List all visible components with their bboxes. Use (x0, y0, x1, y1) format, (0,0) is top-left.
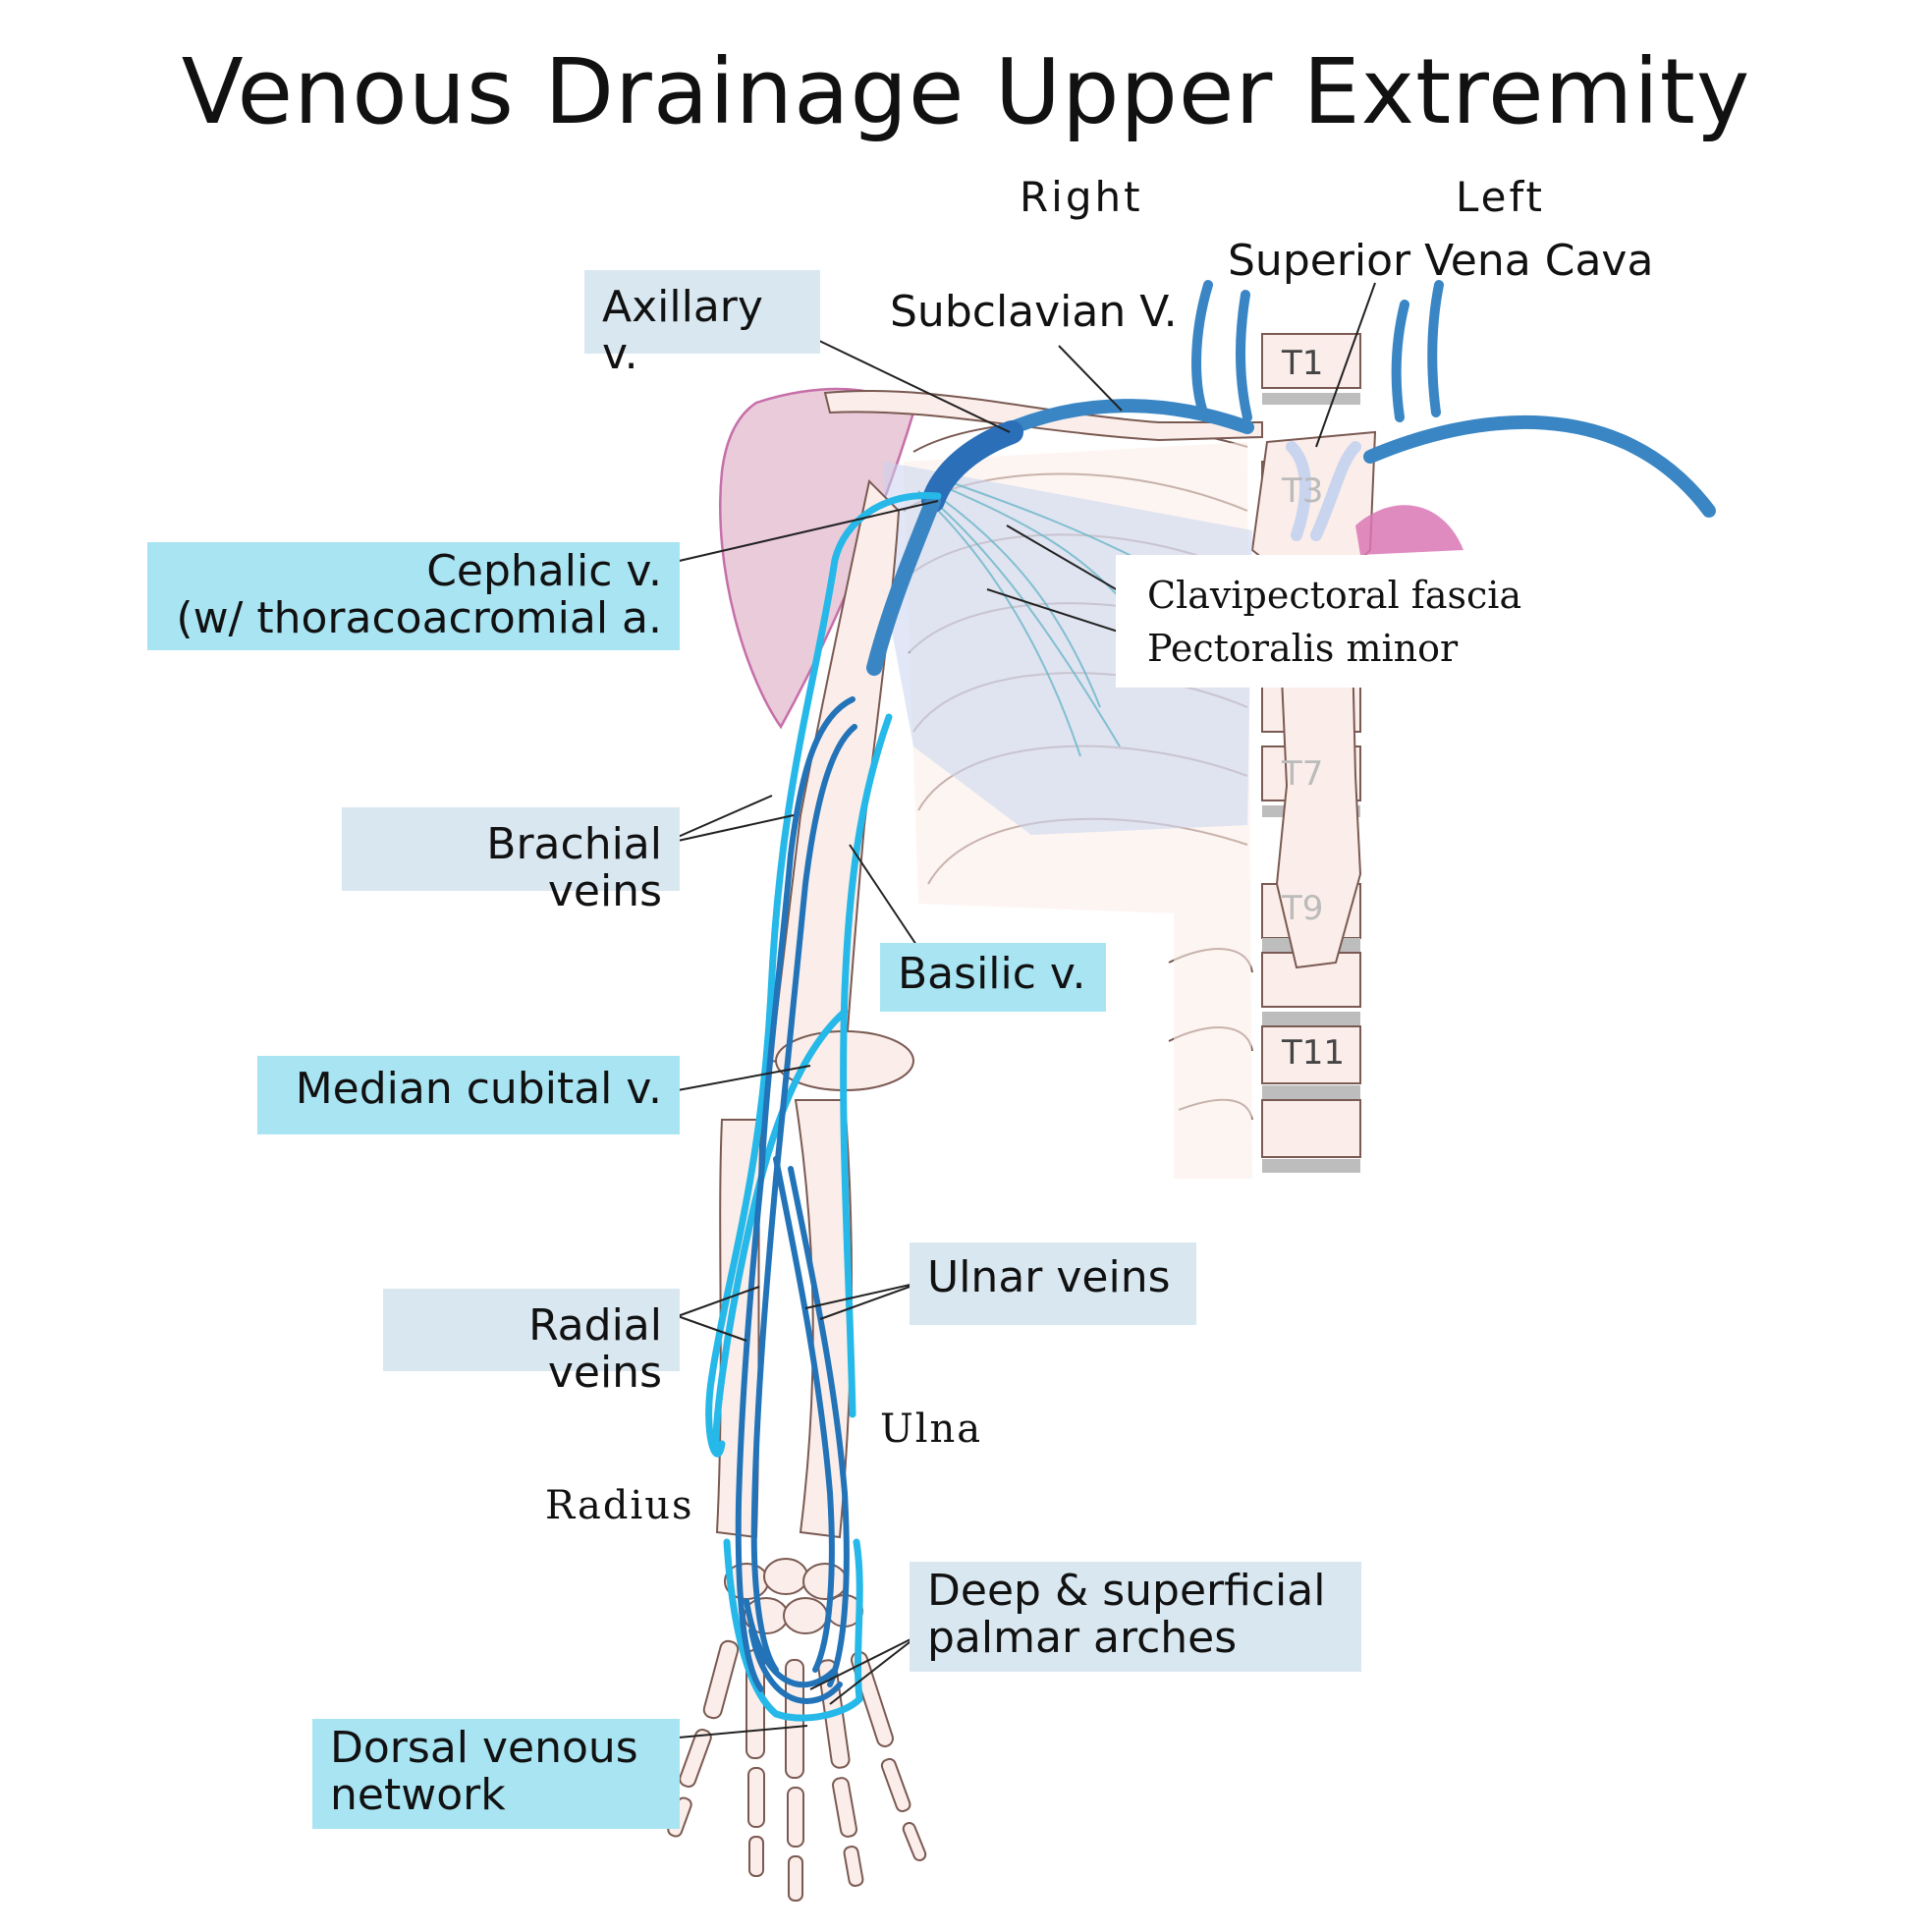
cephalic-vein-label: Cephalic v. (w/ thoracoacromial a. (147, 542, 680, 650)
median-cubital-vein-label: Median cubital v. (257, 1056, 680, 1134)
superficial-veins (705, 491, 942, 1722)
dorsal-label-line1: Dorsal venous (330, 1723, 638, 1773)
pectoralis-fibers (917, 480, 1140, 757)
fascia-label-backdrop (1116, 555, 1401, 688)
radial-veins-label: Radial veins (383, 1289, 680, 1397)
axillary-vein (866, 420, 1023, 676)
palmar-label-line2: palmar arches (927, 1613, 1238, 1664)
subclavian-vein-label: Subclavian V. (890, 287, 1178, 337)
leader-basilic (849, 844, 919, 949)
leader-pectoralis (986, 588, 1140, 639)
great-veins (995, 280, 1716, 541)
superior-vena-cava-label: Superior Vena Cava (1228, 236, 1654, 286)
diagram-title: Venous Drainage Upper Extremity (181, 39, 1751, 144)
leader-svc (1315, 282, 1376, 448)
palmar-label-line1: Deep & superficial (927, 1566, 1326, 1616)
subclavian-vein (995, 399, 1254, 439)
leader-brachial (659, 795, 795, 846)
leader-axillary (814, 338, 1011, 433)
vertebra-label-t11: T11 (1282, 1033, 1346, 1073)
leader-dorsal (667, 1725, 808, 1739)
clavipectoral-fascia-label: Clavipectoral fascia (1147, 574, 1522, 617)
palmar-arches-label: Deep & superficial palmar arches (910, 1562, 1361, 1672)
dorsal-venous-network-label: Dorsal venous network (312, 1719, 680, 1829)
brachial-veins-label: Brachial veins (342, 807, 680, 915)
ulnar-veins-label: Ulnar veins (910, 1242, 1196, 1325)
leader-lines (657, 282, 1376, 1739)
cephalic-label-line1: Cephalic v. (426, 546, 662, 596)
side-label-right: Right (1020, 173, 1143, 221)
leader-cephalic (657, 500, 939, 567)
vertebra-t1 (1261, 333, 1361, 389)
heart (1355, 505, 1463, 555)
hand-bones (667, 1558, 927, 1902)
vertebra-label-t9: T9 (1282, 889, 1324, 928)
dorsal-label-line2: network (330, 1770, 506, 1821)
basilic-vein-label: Basilic v. (880, 943, 1106, 1012)
pectoralis-minor-label: Pectoralis minor (1147, 627, 1459, 670)
axillary-vein-label: Axillary v. (584, 270, 820, 378)
vertebra-label-t3: T3 (1282, 471, 1324, 511)
side-label-left: Left (1456, 173, 1546, 221)
leader-clavipectoral (1006, 524, 1131, 598)
leader-palmar (809, 1634, 919, 1705)
leader-ulnar (804, 1281, 924, 1320)
radius-bone-label: Radius (545, 1483, 694, 1528)
vertebra-t11 (1261, 1025, 1361, 1084)
deep-veins (735, 696, 857, 1704)
cephalic-label-line2: (w/ thoracoacromial a. (176, 593, 662, 644)
ulna-bone-label: Ulna (880, 1407, 983, 1452)
leader-median-cubital (677, 1065, 811, 1091)
leader-radial (677, 1286, 760, 1342)
leader-subclavian (1058, 345, 1123, 412)
vertebra-label-t7: T7 (1282, 754, 1324, 794)
vertebra-label-t1: T1 (1282, 344, 1324, 383)
